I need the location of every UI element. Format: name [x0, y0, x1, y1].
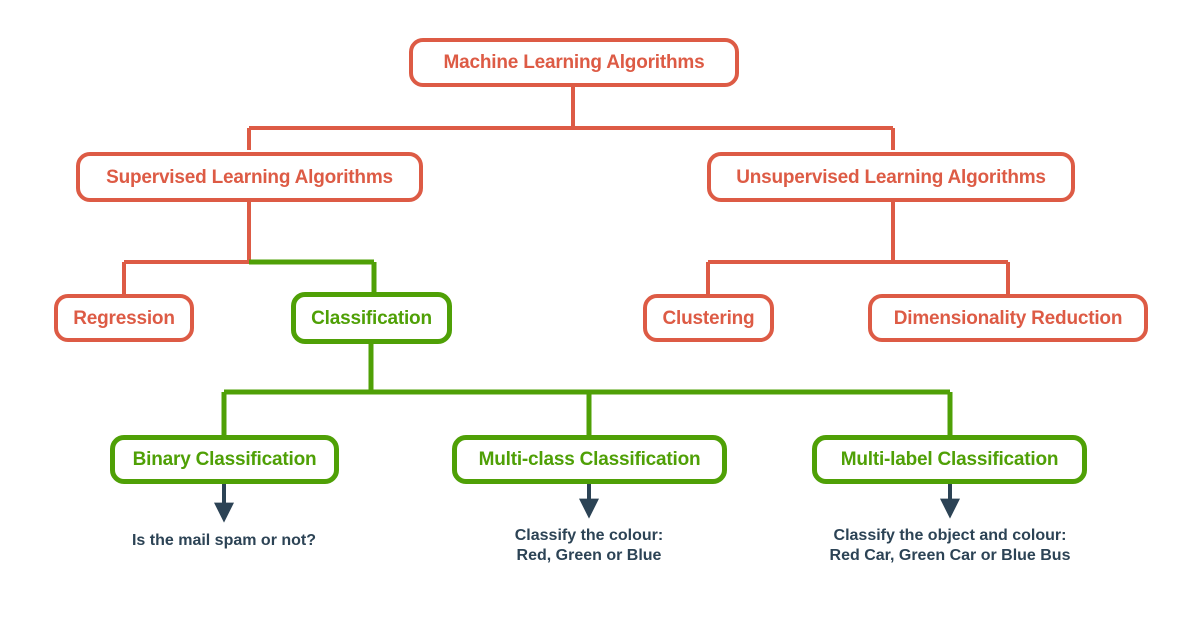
- node-dimensionality-reduction[interactable]: Dimensionality Reduction: [868, 294, 1148, 342]
- node-label: Classification: [311, 307, 432, 329]
- node-label: Machine Learning Algorithms: [443, 52, 705, 73]
- node-label: Multi-class Classification: [478, 449, 701, 470]
- caption-multi-class-classification: Classify the colour: Red, Green or Blue: [514, 527, 664, 565]
- node-clustering[interactable]: Clustering: [643, 294, 774, 342]
- node-label: Clustering: [662, 307, 755, 329]
- node-label: Supervised Learning Algorithms: [106, 166, 393, 188]
- node-unsupervised-learning-algorithms[interactable]: Unsupervised Learning Algorithms: [707, 152, 1075, 202]
- caption-binary-classification: Is the mail spam or not?: [131, 532, 317, 549]
- node-classification[interactable]: Classification: [291, 292, 452, 344]
- node-label: Dimensionality Reduction: [893, 307, 1123, 329]
- node-label: Regression: [73, 307, 175, 329]
- node-multi-class-classification[interactable]: Multi-class Classification: [452, 435, 727, 484]
- node-label: Multi-label Classification: [840, 449, 1059, 470]
- node-label: Unsupervised Learning Algorithms: [736, 166, 1046, 188]
- node-multi-label-classification[interactable]: Multi-label Classification: [812, 435, 1087, 484]
- node-regression[interactable]: Regression: [54, 294, 194, 342]
- node-machine-learning-algorithms[interactable]: Machine Learning Algorithms: [409, 38, 739, 87]
- caption-multi-label-classification: Classify the object and colour: Red Car,…: [829, 527, 1071, 565]
- node-binary-classification[interactable]: Binary Classification: [110, 435, 339, 484]
- node-label: Binary Classification: [132, 449, 317, 470]
- node-supervised-learning-algorithms[interactable]: Supervised Learning Algorithms: [76, 152, 423, 202]
